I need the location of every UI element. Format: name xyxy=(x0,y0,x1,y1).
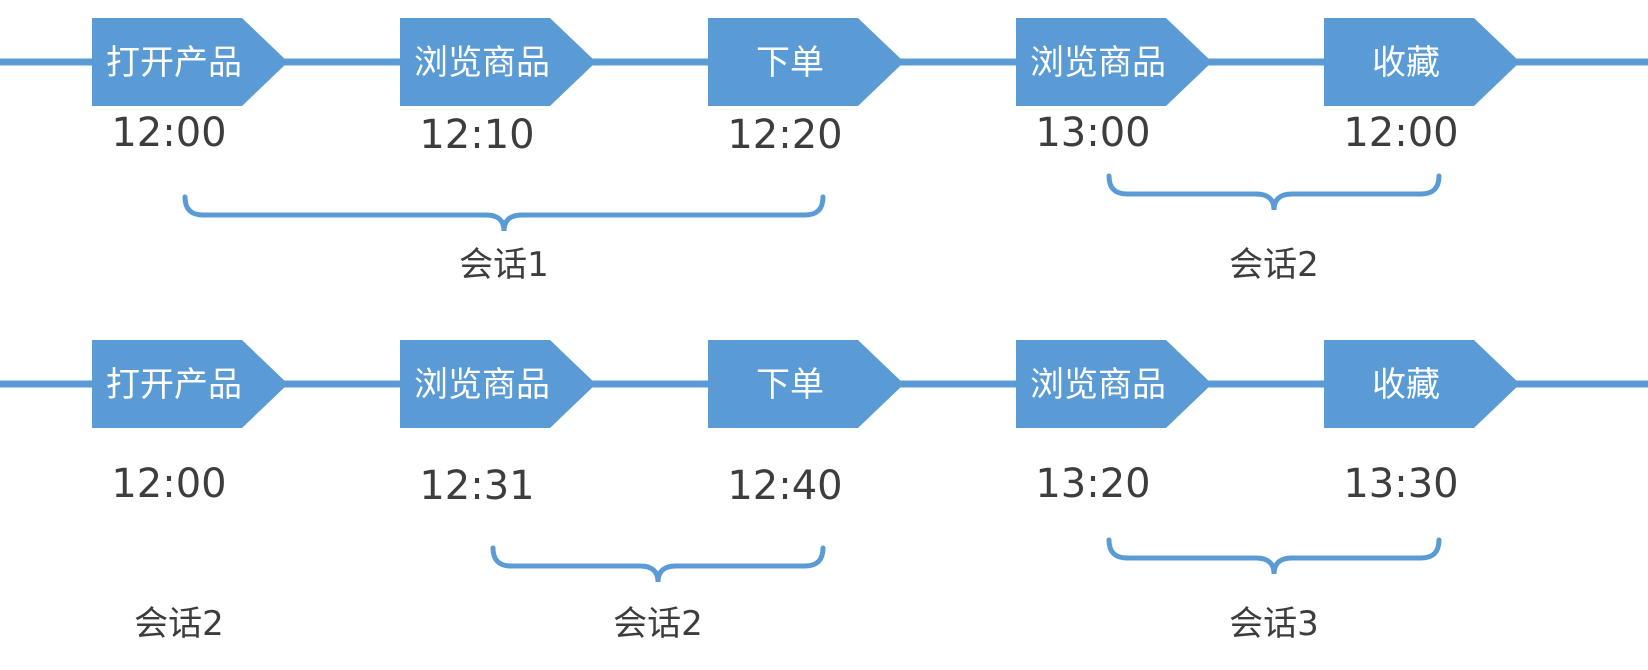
session-2: 会话2 xyxy=(490,545,826,644)
step-label: 下单 xyxy=(756,365,824,405)
step-2: 浏览商品 12:31 xyxy=(400,340,596,509)
session-bracket xyxy=(182,194,826,232)
step-time: 12:00 xyxy=(1343,110,1458,156)
step-label: 收藏 xyxy=(1372,365,1440,405)
session-2: 会话2 xyxy=(1106,173,1442,285)
step-time: 13:00 xyxy=(1035,110,1150,156)
step-4: 浏览商品 13:20 xyxy=(1016,340,1212,507)
step-arrow-box xyxy=(400,340,596,428)
step-time: 12:40 xyxy=(727,463,842,509)
session-label: 会话3 xyxy=(1229,604,1319,644)
step-time: 12:20 xyxy=(727,112,842,158)
session-bracket xyxy=(490,545,826,583)
timeline-row-1: 打开产品 12:00 浏览商品 12:10 下单 12:20 浏览商品 13:00 收藏 12:0… xyxy=(0,18,1648,285)
session-3: 会话3 xyxy=(1106,537,1442,644)
step-arrow-box xyxy=(708,18,904,106)
step-label: 浏览商品 xyxy=(1030,43,1166,83)
step-arrow-box xyxy=(1324,18,1520,106)
session-label: 会话2 xyxy=(613,604,703,644)
step-time: 13:30 xyxy=(1343,461,1458,507)
step-label: 打开产品 xyxy=(106,43,242,83)
step-label: 浏览商品 xyxy=(1030,365,1166,405)
step-time: 12:31 xyxy=(419,463,534,509)
step-3: 下单 12:40 xyxy=(708,340,904,509)
step-2: 浏览商品 12:10 xyxy=(400,18,596,158)
session-1: 会话1 xyxy=(182,194,826,285)
step-label: 浏览商品 xyxy=(414,43,550,83)
step-label: 浏览商品 xyxy=(414,365,550,405)
step-4: 浏览商品 13:00 xyxy=(1016,18,1212,156)
session-1: 会话2 xyxy=(134,604,224,644)
session-label: 会话2 xyxy=(134,604,224,644)
step-arrow-box xyxy=(1016,340,1212,428)
session-label: 会话1 xyxy=(459,245,549,285)
session-bracket xyxy=(1106,537,1442,575)
session-bracket xyxy=(1106,173,1442,211)
timeline-row-2: 打开产品 12:00 浏览商品 12:31 下单 12:40 浏览商品 13:20 收藏 13:3… xyxy=(0,340,1648,644)
step-arrow-box xyxy=(1016,18,1212,106)
step-5: 收藏 13:30 xyxy=(1324,340,1520,507)
step-label: 打开产品 xyxy=(106,365,242,405)
step-arrow-box xyxy=(1324,340,1520,428)
step-arrow-box xyxy=(400,18,596,106)
step-arrow-box xyxy=(92,340,288,428)
step-time: 12:10 xyxy=(419,112,534,158)
step-3: 下单 12:20 xyxy=(708,18,904,158)
step-1: 打开产品 12:00 xyxy=(92,18,288,156)
step-arrow-box xyxy=(708,340,904,428)
step-5: 收藏 12:00 xyxy=(1324,18,1520,156)
step-label: 下单 xyxy=(756,43,824,83)
step-time: 12:00 xyxy=(111,461,226,507)
step-1: 打开产品 12:00 xyxy=(92,340,288,507)
step-label: 收藏 xyxy=(1372,43,1440,83)
step-time: 12:00 xyxy=(111,110,226,156)
step-time: 13:20 xyxy=(1035,461,1150,507)
step-arrow-box xyxy=(92,18,288,106)
session-label: 会话2 xyxy=(1229,245,1319,285)
